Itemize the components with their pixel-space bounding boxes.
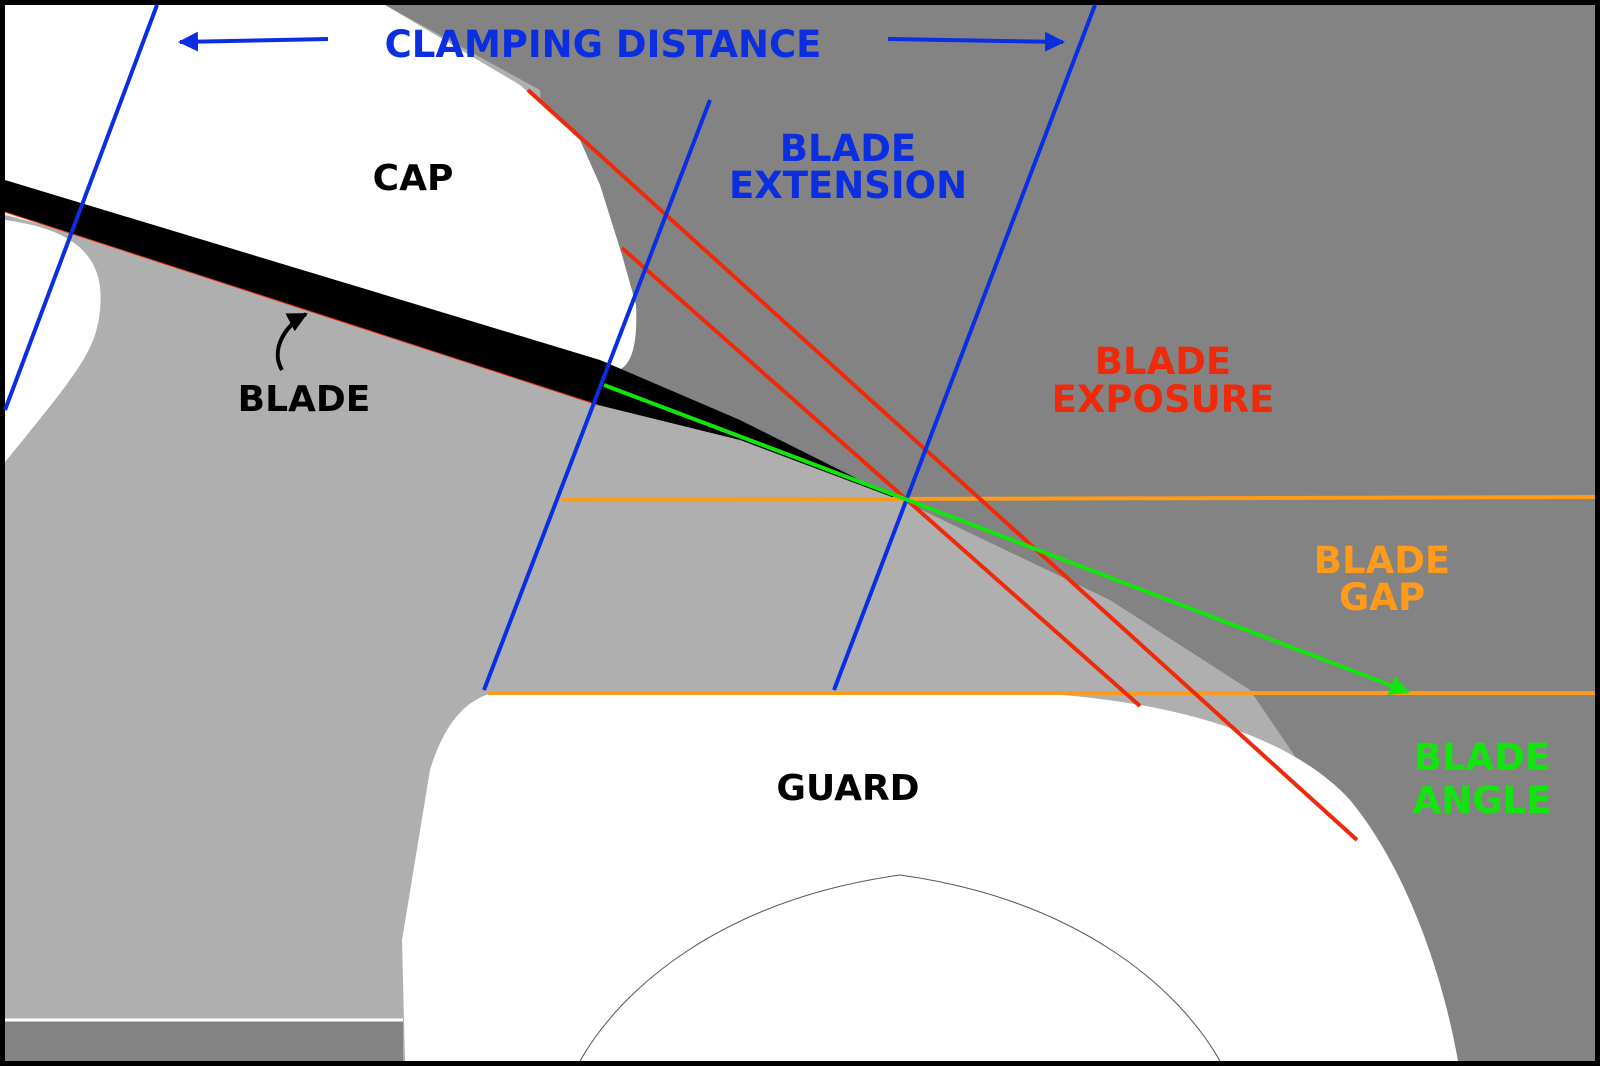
blade-angle-arrow	[603, 383, 1410, 695]
blade-extension-label-line2: EXTENSION	[729, 164, 967, 207]
blade-exposure-label-line1: BLADE	[1095, 340, 1231, 383]
clamping-line-left	[3, 4, 159, 411]
cap-shape	[5, 5, 637, 372]
blade-pointer-arrow	[275, 312, 308, 372]
blade-exposure-line-2	[620, 246, 1142, 708]
clamping-arrow-left	[178, 31, 329, 52]
blade-angle-label-line1: BLADE	[1414, 736, 1550, 779]
blade-extension-label-line1: BLADE	[780, 127, 916, 170]
guard-shape	[402, 692, 1458, 1061]
blade-gap-label-line2: GAP	[1339, 576, 1425, 619]
left-white-region	[5, 220, 101, 462]
blade-exposure-label-line2: EXPOSURE	[1052, 378, 1275, 421]
guard-label: GUARD	[776, 768, 919, 809]
blade-label: BLADE	[238, 379, 371, 420]
blade-angle-label-line2: ANGLE	[1413, 779, 1552, 822]
blade-extension-line-left	[482, 99, 712, 691]
blade-shape	[5, 180, 900, 500]
guard-inner-arc	[579, 874, 1221, 1062]
blade-gap-line-top	[561, 495, 1596, 502]
clamping-distance-label: CLAMPING DISTANCE	[385, 23, 822, 66]
clamping-arrow-right	[887, 31, 1065, 52]
base-strip	[5, 1020, 403, 1061]
blade-gap-label-line1: BLADE	[1314, 539, 1450, 582]
blade-extension-line-right	[832, 4, 1097, 691]
cap-label: CAP	[373, 158, 454, 199]
